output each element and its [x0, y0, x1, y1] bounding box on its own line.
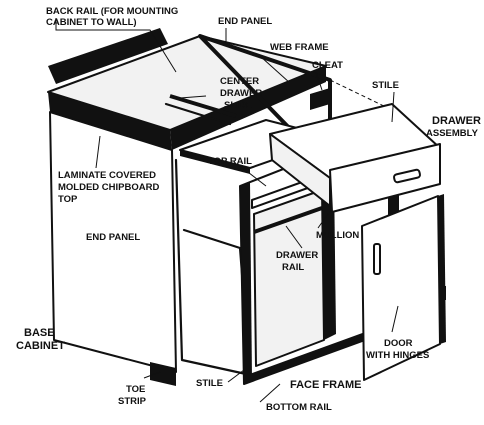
label-center-slide-line2: DRAWER	[220, 88, 262, 99]
label-laminate-line2: MOLDED CHIPBOARD	[58, 182, 159, 193]
drawer-box-side	[269, 133, 331, 207]
label-back-rail-line1: BACK RAIL (FOR MOUNTING	[46, 6, 178, 17]
label-drawer-assembly-line2: ASSEMBLY	[426, 128, 479, 139]
label-laminate-line1: LAMINATE COVERED	[58, 170, 156, 181]
center-drawer-slide	[169, 94, 237, 118]
label-base-cabinet-line1: BASE	[24, 327, 55, 339]
label-toe-strip-line2: STRIP	[118, 396, 147, 407]
drawer-rail	[253, 206, 323, 234]
cleat	[310, 88, 330, 110]
label-door-line1: DOOR	[384, 338, 413, 349]
label-bottom-rail: BOTTOM RAIL	[266, 402, 332, 413]
label-center-slide-line3: SLIDE	[224, 100, 252, 111]
label-drawer-rail-line1: DRAWER	[276, 250, 318, 261]
label-mullion: MULLION	[316, 230, 359, 241]
drawer-pull-icon	[393, 168, 421, 184]
label-back-rail-line2: CABINET TO WALL)	[46, 17, 137, 28]
label-center-slide-line1: CENTER	[220, 76, 259, 87]
back-rail	[48, 28, 168, 84]
label-top-rail: TOP RAIL	[208, 156, 252, 167]
countertop-front-edge	[48, 92, 172, 150]
label-door-line2: WITH HINGES	[366, 350, 429, 361]
leader-lines	[55, 18, 399, 403]
label-stile-top: STILE	[372, 80, 399, 91]
labels: BACK RAIL (FOR MOUNTING CABINET TO WALL)…	[16, 6, 481, 413]
label-drawer-rail-line2: RAIL	[282, 262, 304, 273]
toe-strip	[150, 362, 176, 386]
drawer-assembly	[269, 103, 441, 213]
label-face-frame: FACE FRAME	[290, 379, 362, 391]
door-opening	[253, 189, 325, 367]
door	[361, 194, 446, 381]
label-stile-bottom: STILE	[196, 378, 223, 389]
label-end-panel-top: END PANEL	[218, 16, 272, 27]
stile-left	[240, 182, 252, 384]
label-toe-strip-line1: TOE	[126, 384, 145, 395]
label-web-frame: WEB FRAME	[270, 42, 329, 53]
bottom-rail	[244, 320, 398, 384]
label-cleat: CLEAT	[312, 60, 343, 71]
label-laminate-line3: TOP	[58, 194, 78, 205]
cabinet-cavity	[174, 158, 248, 376]
label-base-cabinet-line2: CABINET	[16, 340, 65, 352]
drawer-front	[329, 143, 441, 213]
label-end-panel-side: END PANEL	[86, 232, 140, 243]
door-handle-icon	[373, 243, 381, 275]
label-drawer-assembly-line1: DRAWER	[432, 115, 481, 127]
countertop-side-edge	[170, 66, 326, 150]
hinge-icon	[440, 286, 446, 300]
